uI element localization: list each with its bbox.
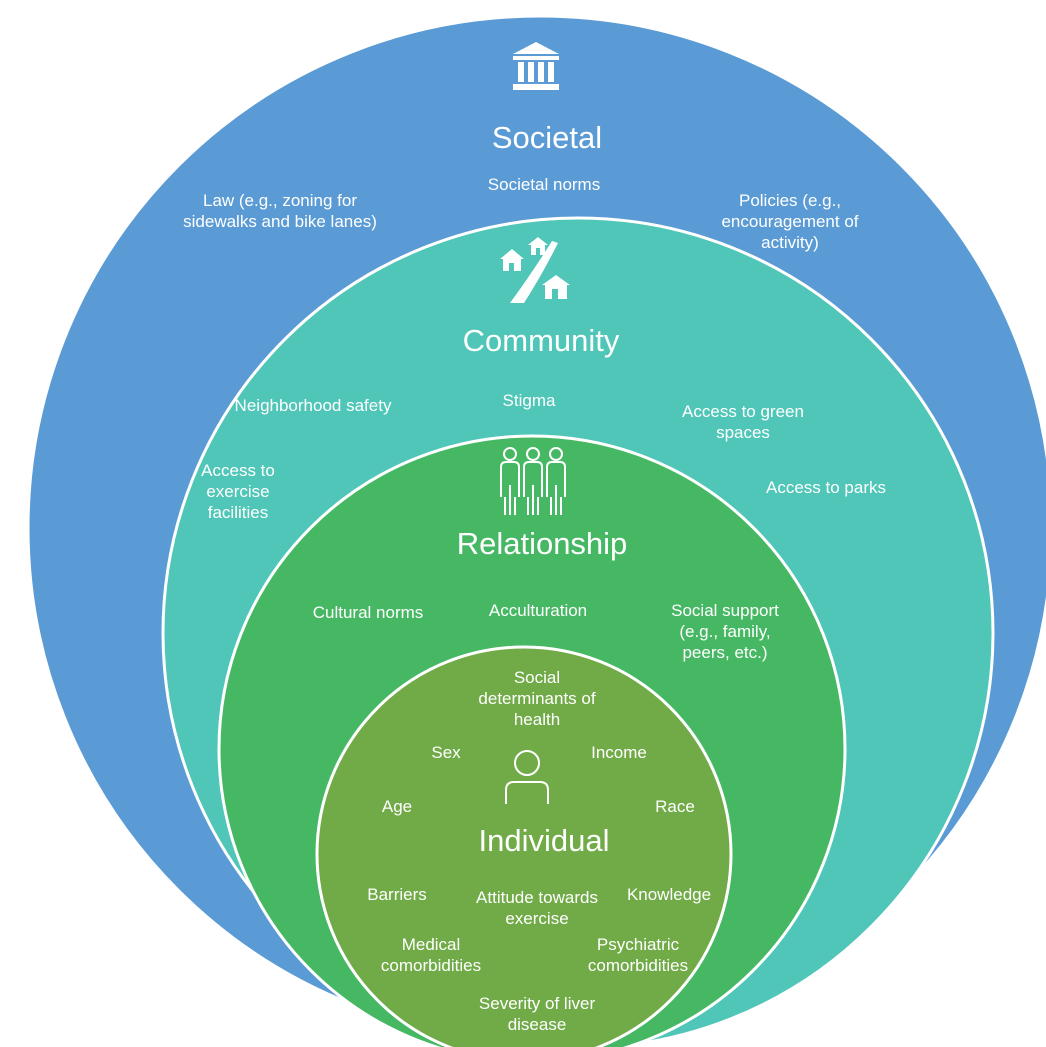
individual-item-psychiatric-comorbidities: Psychiatric comorbidities (587, 935, 689, 975)
individual-title: Individual (478, 823, 610, 858)
relationship-title: Relationship (456, 526, 628, 561)
individual-item-race: Race (655, 797, 695, 816)
individual-item-social-determinants: Social determinants of health (478, 668, 596, 729)
individual-item-age: Age (381, 797, 413, 816)
community-title: Community (462, 323, 620, 358)
individual-item-knowledge: Knowledge (626, 885, 712, 904)
community-item-stigma: Stigma (502, 391, 556, 410)
community-item-green-spaces: Access to green spaces (682, 402, 804, 442)
people-group-icon (500, 447, 566, 515)
individual-item-medical-comorbidities: Medical comorbidities (380, 935, 482, 975)
relationship-item-cultural-norms: Cultural norms (312, 603, 424, 622)
individual-item-sex: Sex (431, 743, 461, 762)
relationship-item-acculturation: Acculturation (488, 601, 588, 620)
community-item-neighborhood-safety: Neighborhood safety (234, 396, 392, 415)
community-item-parks: Access to parks (766, 478, 886, 497)
community-item-exercise-facilities: Access to exercise facilities (201, 461, 275, 522)
societal-item-policies: Policies (e.g., encouragement of activit… (721, 191, 859, 252)
neighborhood-road-icon (500, 237, 570, 303)
societal-item-norms: Societal norms (487, 175, 601, 194)
individual-item-income: Income (591, 743, 647, 762)
government-building-icon (513, 42, 559, 90)
individual-circle (315, 645, 733, 1047)
relationship-item-social-support: Social support (e.g., family, peers, etc… (671, 601, 779, 662)
individual-item-attitude: Attitude towards exercise (476, 888, 598, 928)
societal-item-law: Law (e.g., zoning for sidewalks and bike… (183, 191, 377, 231)
person-icon (505, 750, 549, 804)
societal-title: Societal (491, 120, 603, 155)
individual-item-liver-disease: Severity of liver disease (478, 994, 596, 1034)
individual-item-barriers: Barriers (367, 885, 427, 904)
